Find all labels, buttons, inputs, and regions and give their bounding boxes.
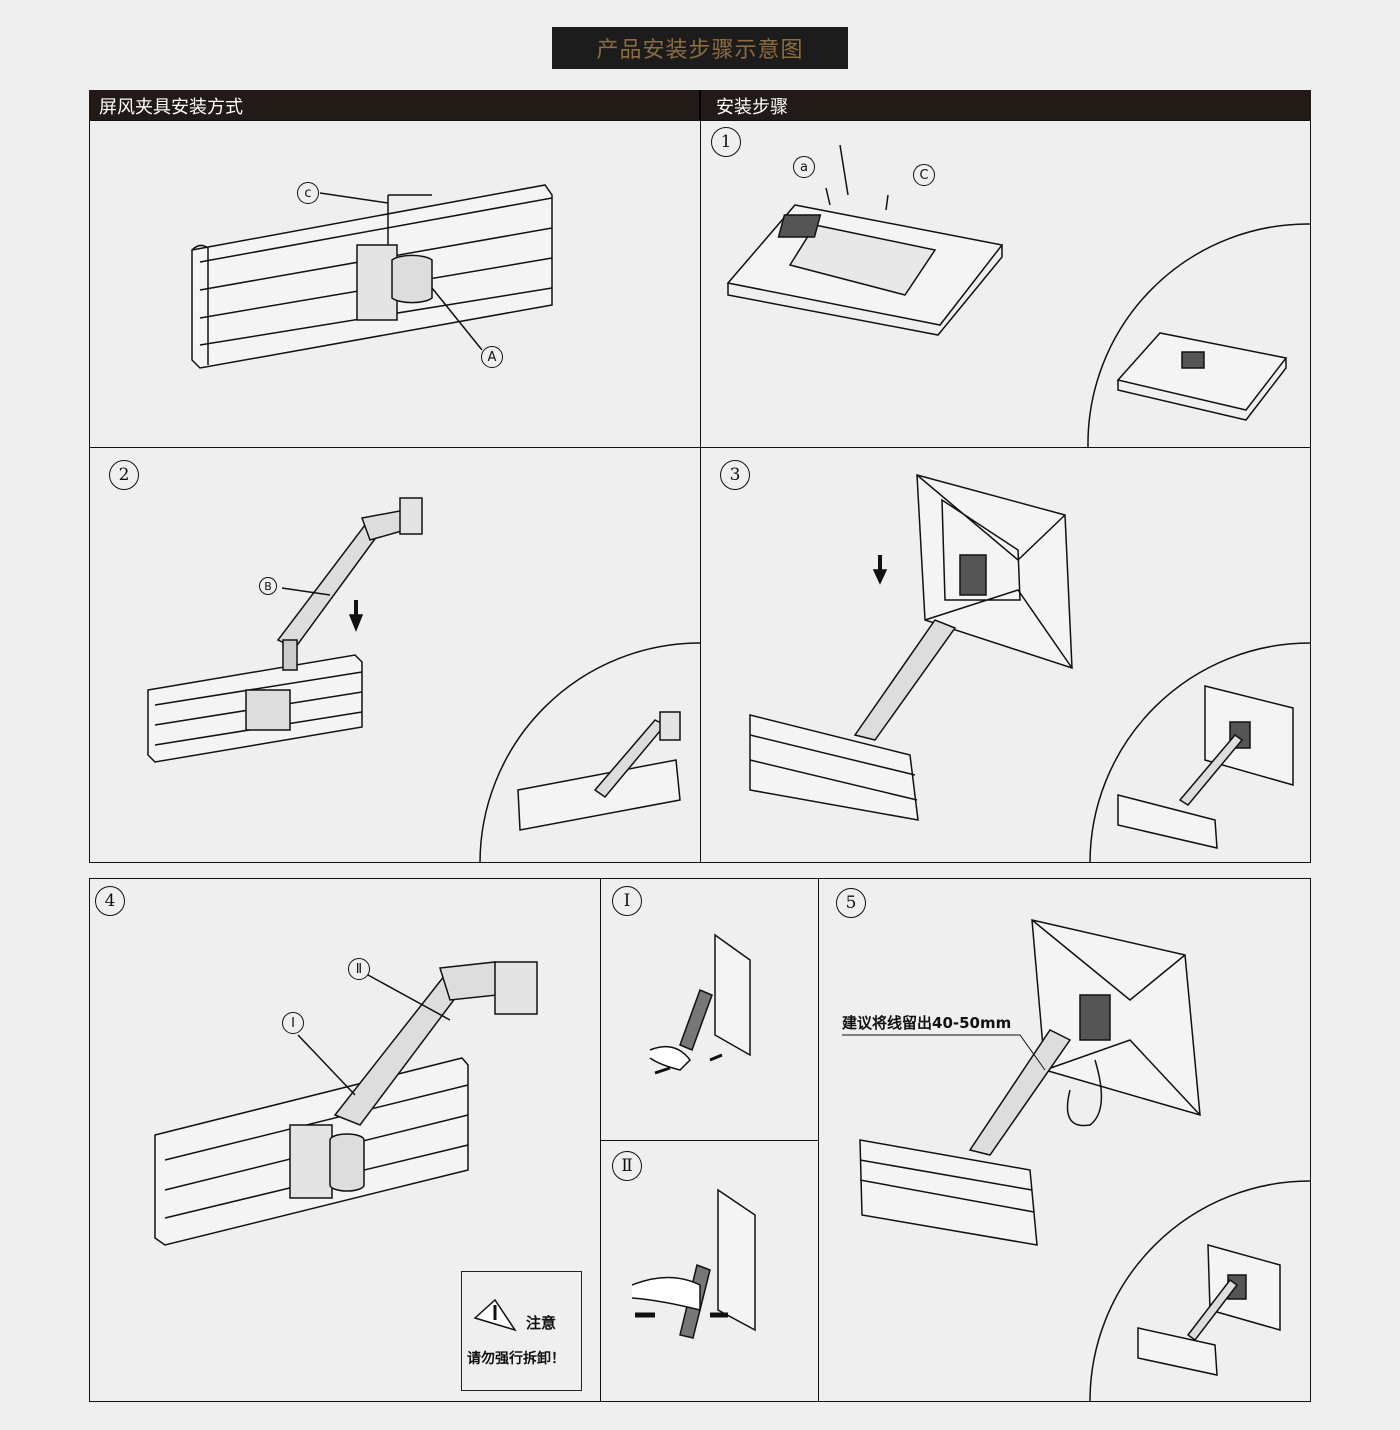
- step-number-1: 1: [711, 127, 741, 157]
- cable-note: 建议将线留出40-50mm: [842, 1014, 1012, 1032]
- monitor-back-illustration: [726, 144, 1312, 448]
- warning-box: 注意 请勿强行拆卸！: [461, 1271, 582, 1391]
- part-label-I: I: [282, 1012, 304, 1034]
- section-header: 屏风夹具安装方式 安装步骤: [89, 90, 1311, 121]
- page-title: 产品安装步骤示意图: [552, 27, 848, 69]
- panel-detail-i: [600, 878, 819, 1141]
- clamp-illustration: [319, 192, 483, 351]
- final-setup-illustration-step-5: [842, 919, 1312, 1403]
- detail-number-ii: Ⅱ: [612, 1151, 642, 1181]
- detail-number-i: I: [612, 886, 642, 916]
- part-label-B: B: [259, 577, 277, 595]
- monitor-mount-illustration-step-3: [749, 474, 1312, 864]
- step-number-3: 3: [720, 460, 750, 490]
- install-steps-heading: 安装步骤: [716, 97, 788, 118]
- part-label-II: Ⅱ: [348, 958, 370, 980]
- arm-illustration-step-2: [147, 497, 701, 864]
- part-label-c: c: [297, 182, 319, 204]
- step-number-5: 5: [836, 888, 866, 918]
- step-number-2: 2: [109, 460, 139, 490]
- detail-illustrations: [631, 933, 756, 1339]
- warning-label: 注意: [526, 1314, 557, 1332]
- clamp-install-heading: 屏风夹具安装方式: [99, 97, 243, 118]
- part-label-A: A: [481, 346, 503, 368]
- step-number-4: 4: [95, 886, 125, 916]
- part-label-C: C: [913, 164, 935, 186]
- part-label-a: a: [793, 156, 815, 178]
- arm-illustration-step-4: [154, 961, 538, 1332]
- warning-text: 请勿强行拆卸！: [467, 1351, 565, 1367]
